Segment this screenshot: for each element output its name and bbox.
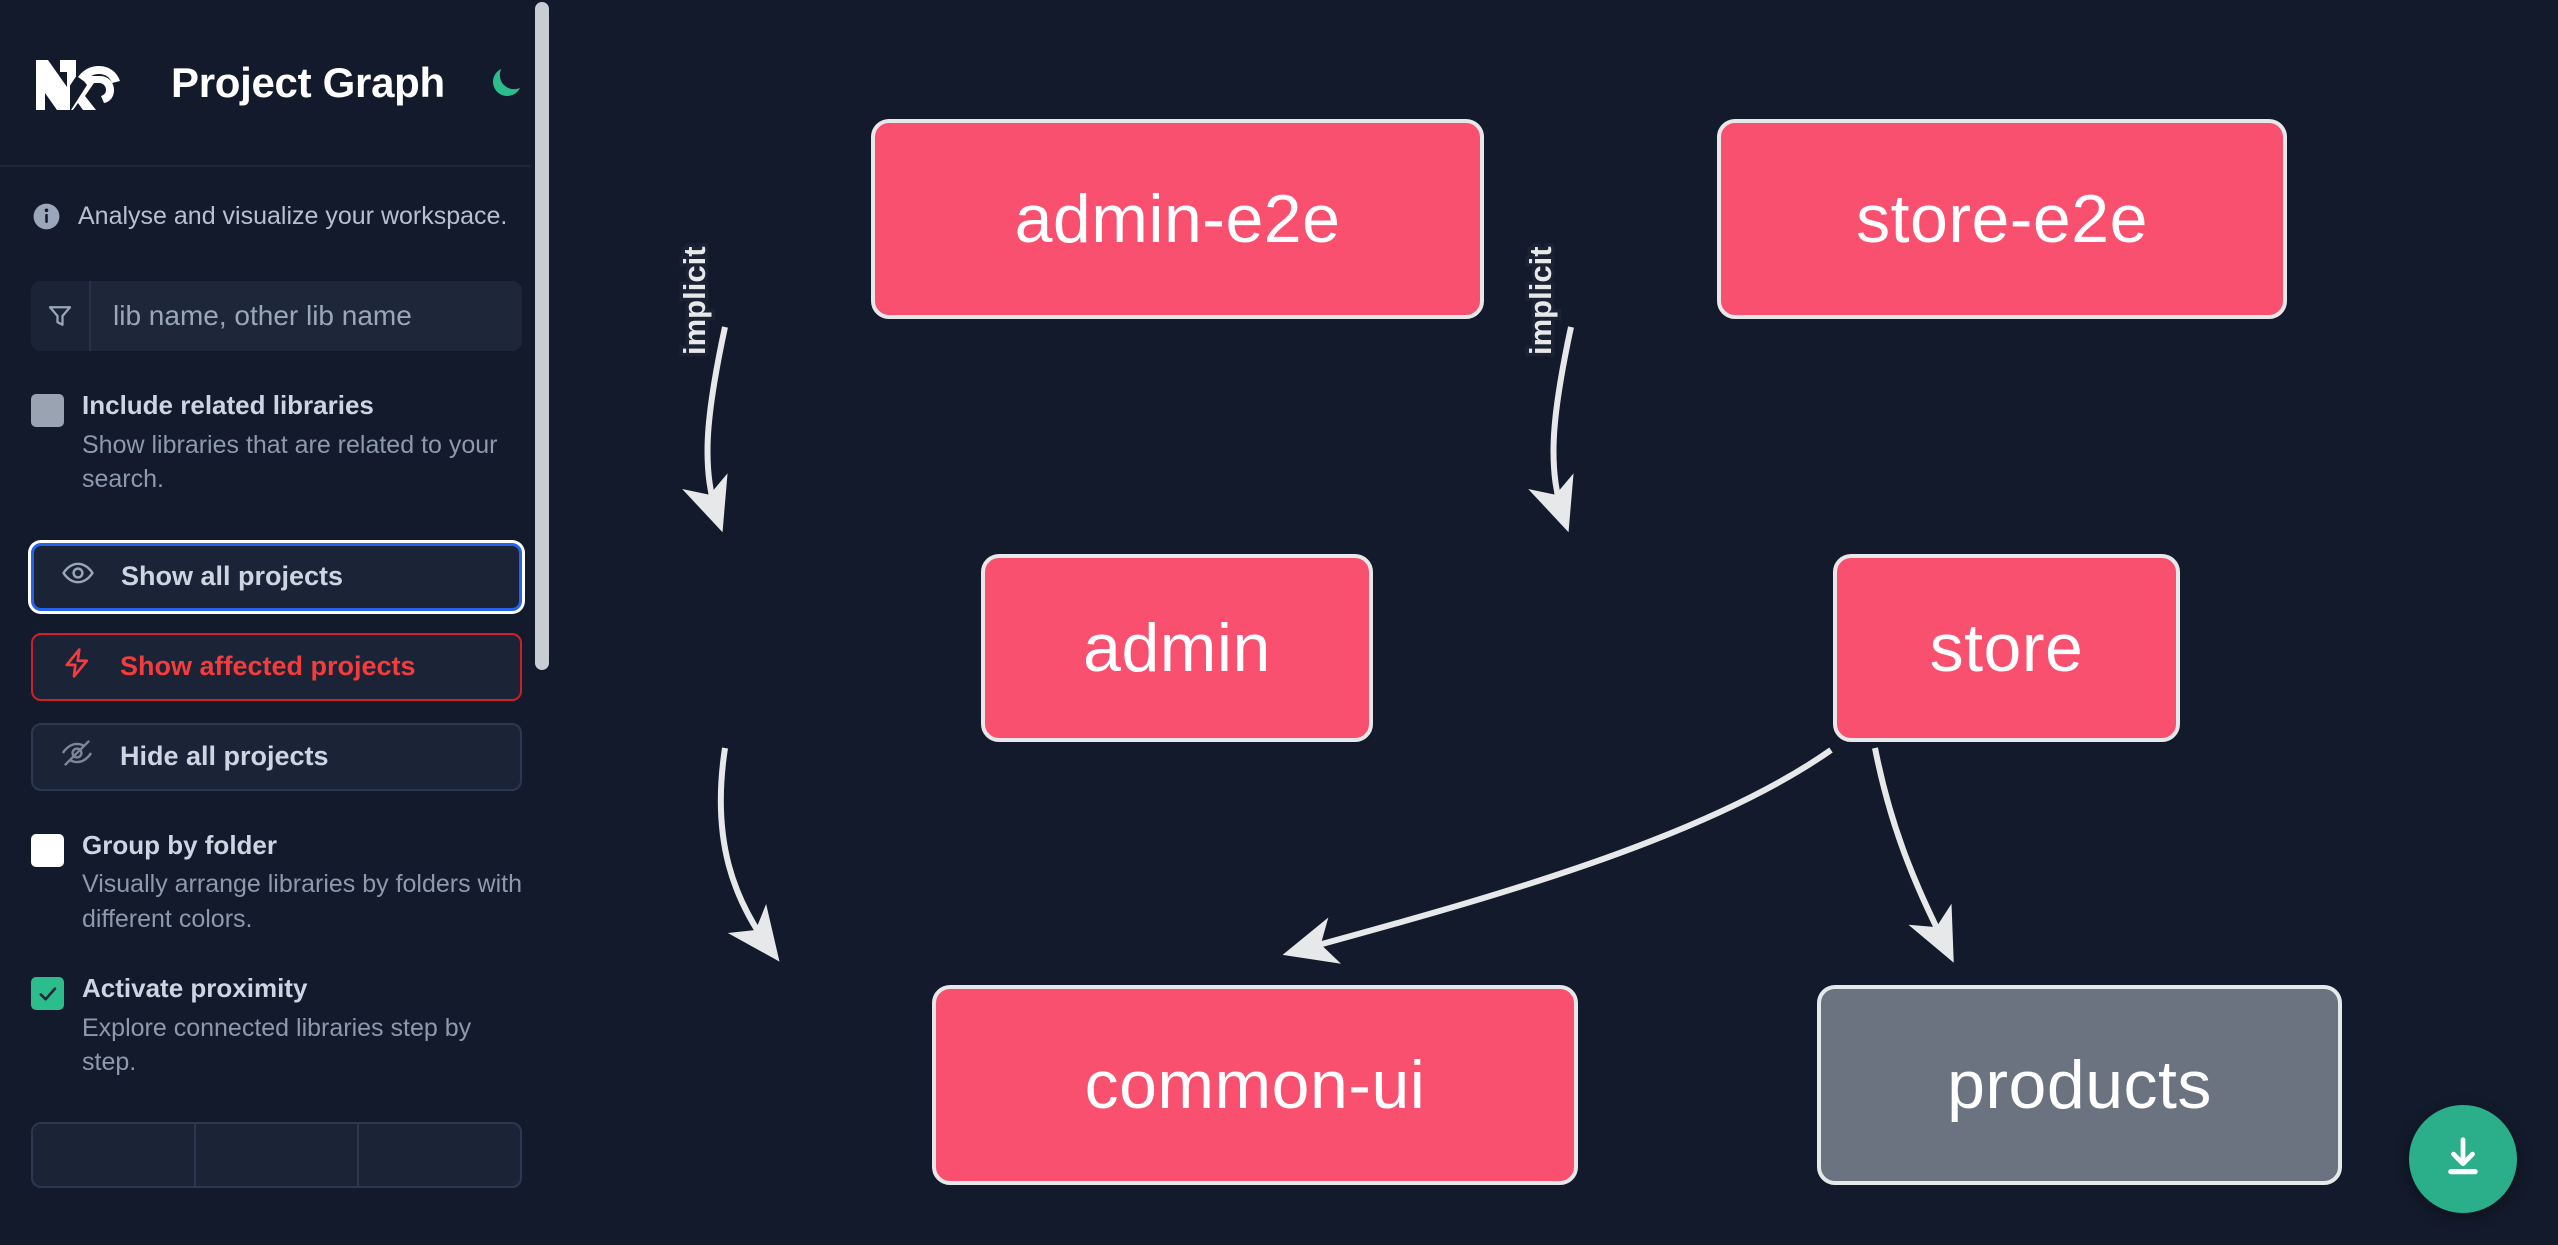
show-affected-projects-button[interactable]: Show affected projects — [31, 632, 522, 701]
sidebar-scrollbar-thumb[interactable] — [535, 2, 549, 670]
sidebar: Project Graph Analyse and visualize your… — [0, 0, 553, 1245]
show-all-projects-label: Show all projects — [121, 561, 344, 591]
sidebar-header: Project Graph — [0, 0, 553, 167]
graph-node-admin[interactable]: admin — [981, 554, 1373, 742]
sidebar-body: Analyse and visualize your workspace. In… — [0, 201, 553, 1188]
eye-icon — [61, 556, 95, 597]
download-icon — [2437, 1132, 2489, 1187]
graph-node-products[interactable]: products — [1817, 985, 2342, 1185]
graph-node-label: store-e2e — [1856, 181, 2148, 257]
option-label: Include related libraries — [82, 390, 374, 420]
lightning-bolt-icon — [60, 646, 94, 687]
edge-admin-e2e-admin — [682, 326, 728, 533]
segment-3[interactable] — [359, 1124, 520, 1186]
show-affected-projects-label: Show affected projects — [120, 651, 416, 681]
edge-admin-common-ui — [717, 747, 780, 962]
graph-canvas[interactable]: implicit implicit admin-e2e store-e2e ad… — [553, 0, 2558, 1245]
checkmark-icon — [39, 986, 56, 1000]
option-activate-proximity[interactable]: Activate proximity Explore connected lib… — [31, 972, 522, 1080]
option-label: Group by folder — [82, 829, 277, 860]
graph-node-label: store — [1929, 610, 2084, 686]
download-button[interactable] — [2409, 1105, 2517, 1213]
edge-label-store-implicit: implicit — [1520, 243, 1562, 359]
page-title: Project Graph — [171, 58, 445, 106]
filter-funnel-icon — [31, 281, 91, 351]
option-description: Explore connected libraries step by step… — [82, 1013, 472, 1077]
edge-store-common-ui — [1282, 747, 1833, 964]
option-include-related-libraries[interactable]: Include related libraries Show libraries… — [31, 389, 522, 497]
hide-all-projects-button[interactable]: Hide all projects — [31, 722, 522, 791]
hide-all-projects-label: Hide all projects — [120, 741, 329, 771]
graph-node-label: products — [1947, 1047, 2212, 1123]
visibility-button-group: Show all projects Show affected projects — [31, 542, 522, 791]
include-related-libraries-checkbox[interactable] — [31, 394, 64, 427]
option-description: Visually arrange libraries by folders wi… — [82, 870, 523, 933]
option-label: Activate proximity — [82, 973, 308, 1003]
group-by-folder-checkbox[interactable] — [31, 833, 64, 867]
info-icon — [31, 201, 62, 232]
eye-off-icon — [60, 736, 94, 777]
option-description: Show libraries that are related to your … — [82, 430, 498, 494]
graph-node-label: common-ui — [1084, 1047, 1426, 1123]
graph-edges: implicit implicit — [674, 243, 1954, 964]
activate-proximity-checkbox[interactable] — [31, 977, 64, 1010]
search-box[interactable] — [31, 281, 522, 351]
edge-store-e2e-store — [1528, 326, 1574, 533]
info-banner: Analyse and visualize your workspace. — [31, 201, 522, 232]
svg-text:implicit: implicit — [1523, 246, 1558, 355]
segmented-control[interactable] — [31, 1121, 522, 1188]
graph-node-admin-e2e[interactable]: admin-e2e — [871, 119, 1484, 319]
graph-node-store[interactable]: store — [1833, 554, 2180, 742]
moon-icon[interactable] — [483, 60, 529, 106]
graph-node-label: admin — [1083, 610, 1271, 686]
graph-node-store-e2e[interactable]: store-e2e — [1717, 119, 2287, 319]
nx-logo-icon — [31, 52, 124, 114]
graph-node-common-ui[interactable]: common-ui — [932, 985, 1578, 1185]
graph-node-label: admin-e2e — [1014, 181, 1341, 257]
segment-1[interactable] — [33, 1123, 196, 1186]
segment-2[interactable] — [196, 1123, 359, 1186]
info-text: Analyse and visualize your workspace. — [78, 202, 508, 230]
edge-store-products — [1872, 747, 1954, 963]
sidebar-scrollbar[interactable] — [531, 0, 553, 1245]
show-all-projects-button[interactable]: Show all projects — [31, 542, 522, 611]
edge-label-admin-implicit: implicit — [674, 243, 716, 359]
search-input[interactable] — [91, 281, 522, 351]
option-group-by-folder[interactable]: Group by folder Visually arrange librari… — [31, 829, 522, 937]
svg-text:implicit: implicit — [677, 246, 712, 355]
